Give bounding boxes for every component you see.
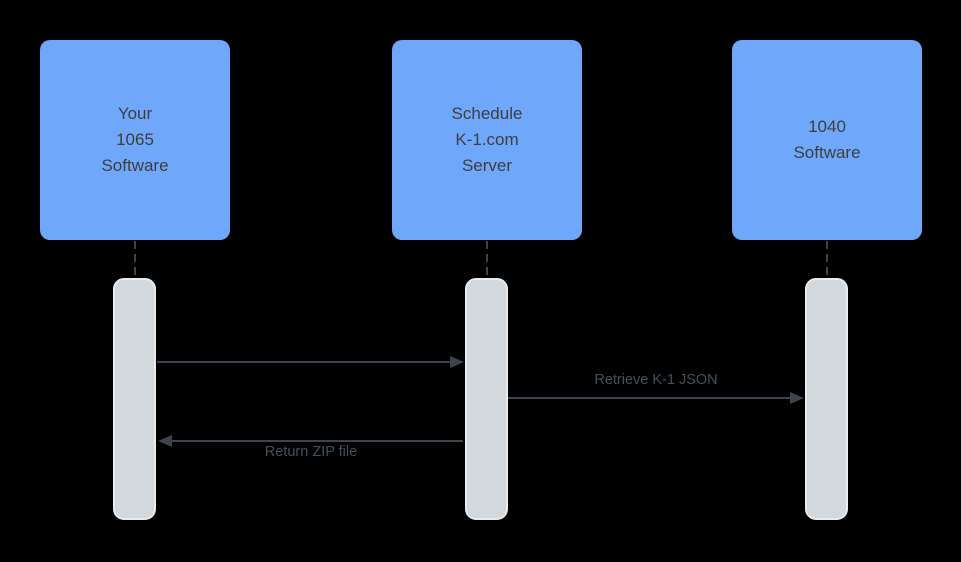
message-arrow-retrieve-k1-json-head [790,392,804,404]
actor-box-your-1065-software: Your 1065 Software [40,40,230,240]
message-label-return-zip-file: Return ZIP file [264,444,358,460]
actor-label-1040-software: 1040 Software [793,117,861,162]
message-arrow-unlabeled-head [450,356,464,368]
message-arrow-retrieve-k1-json [508,392,804,404]
activation-bar-schedule-k1-com-server [465,278,508,520]
activation-bar-your-1065-software [113,278,156,520]
actor-box-1040-software: 1040 Software [732,40,922,240]
message-arrow-unlabeled [157,356,464,368]
actor-box-schedule-k1-com-server: Schedule K-1.com Server [392,40,582,240]
message-label-retrieve-k1-json: Retrieve K-1 JSON [594,372,718,388]
actor-label-your-1065-software: Your 1065 Software [101,104,169,175]
activation-bar-1040-software [805,278,848,520]
actor-label-schedule-k1-com-server: Schedule K-1.com Server [451,104,523,175]
